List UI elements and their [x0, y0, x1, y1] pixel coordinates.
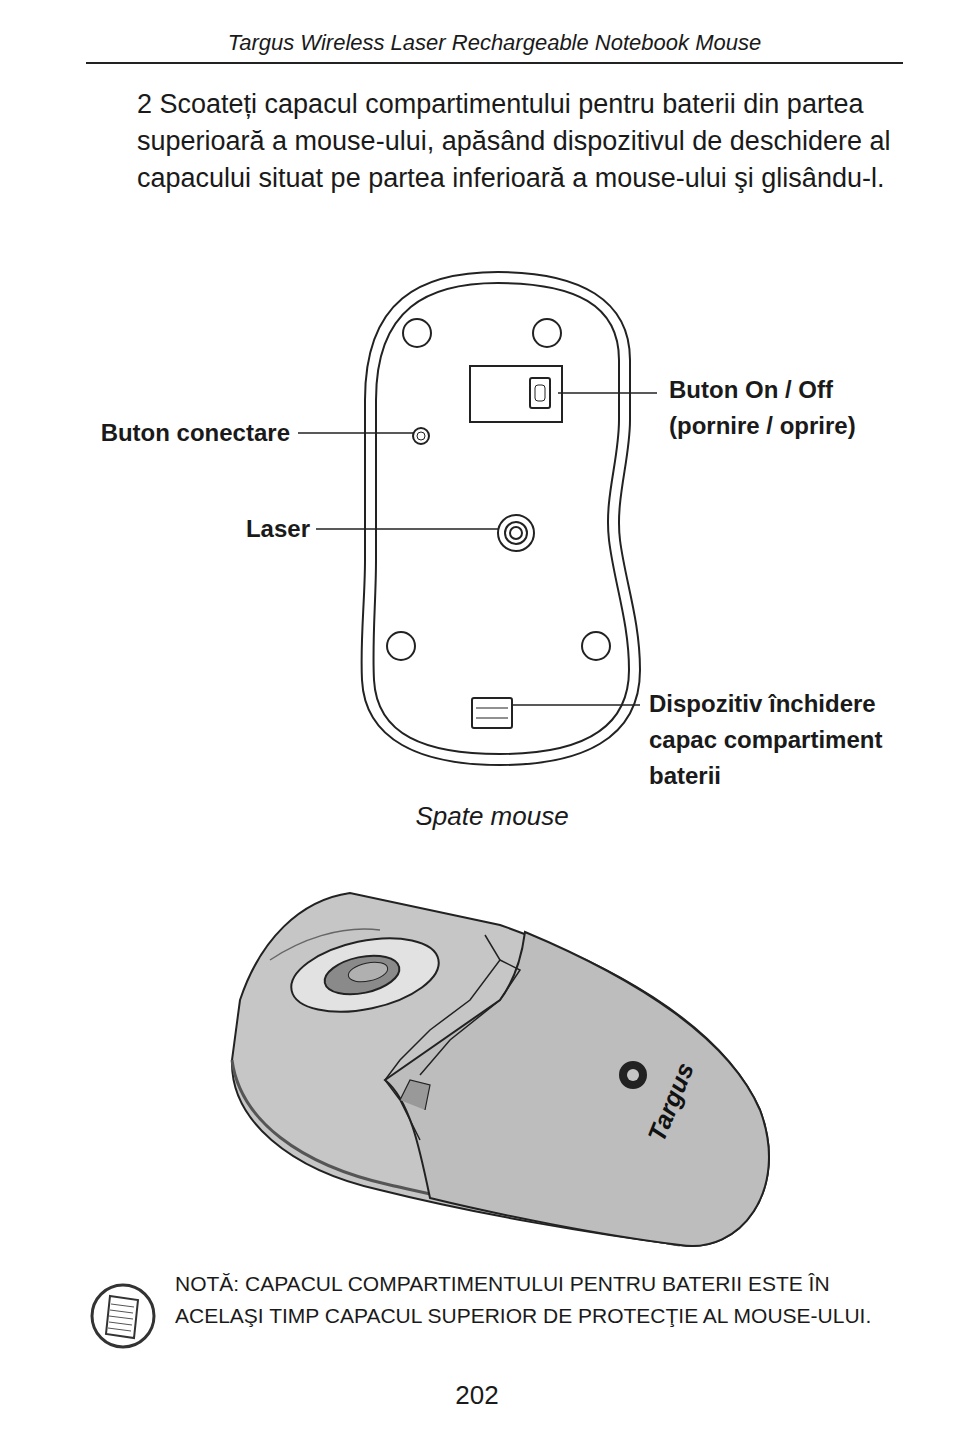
mouse-bottom-view	[362, 272, 640, 765]
page-number: 202	[427, 1380, 527, 1411]
step-text: 2 Scoateți capacul compartimentului pent…	[137, 86, 907, 197]
mouse-3d-view	[232, 893, 769, 1246]
callout-label: Buton conectare	[40, 415, 290, 451]
callout-label: Dispozitiv închidere capac compartiment …	[649, 686, 929, 794]
callout-label: Laser	[60, 511, 310, 547]
running-header: Targus Wireless Laser Rechargeable Noteb…	[86, 30, 903, 56]
note-text: NOTĂ: CAPACUL COMPARTIMENTULUI PENTRU BA…	[175, 1268, 895, 1332]
callout-label: Buton On / Off (pornire / oprire)	[669, 372, 919, 444]
figure-caption: Spate mouse	[342, 801, 642, 832]
leader-lines	[298, 393, 657, 705]
note-icon	[92, 1285, 154, 1347]
header-rule	[86, 62, 903, 64]
